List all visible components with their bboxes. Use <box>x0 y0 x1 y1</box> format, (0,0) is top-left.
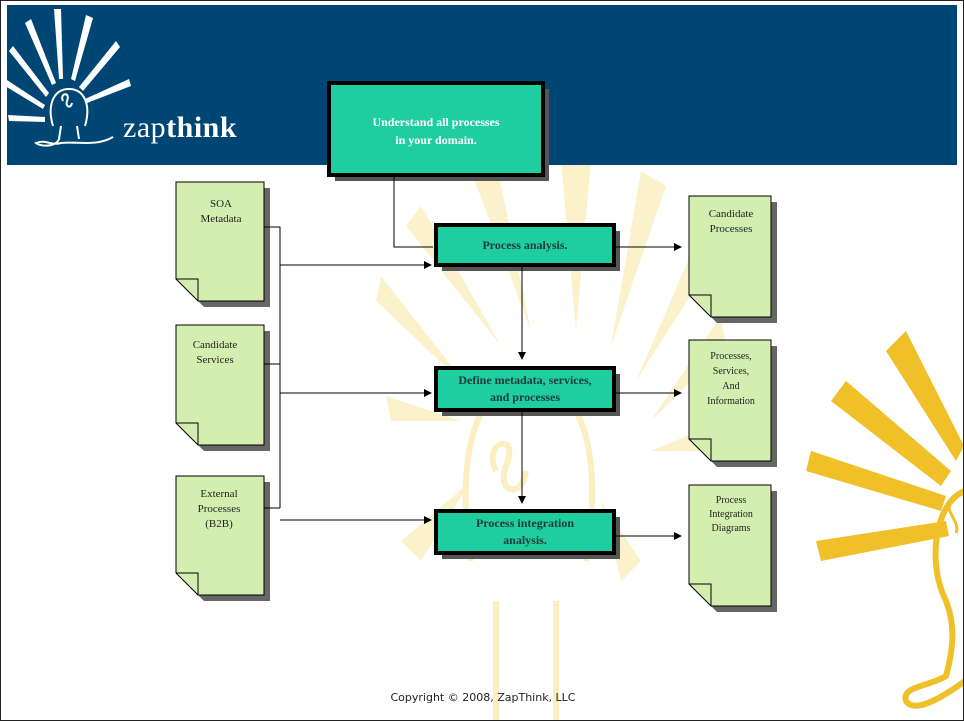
output-2-line4: Information <box>707 396 755 407</box>
output-doc-2-label: Processes, Services, And Information <box>690 349 772 409</box>
input-3-line3: (B2B) <box>205 518 233 530</box>
top-box-line1: Understand all processes <box>372 115 500 129</box>
input-doc-2-label: Candidate Services <box>173 338 257 368</box>
top-box <box>327 81 545 177</box>
output-2-line2: Services, <box>712 366 750 377</box>
process-box-2 <box>434 366 616 412</box>
output-2-line3: And <box>722 381 740 392</box>
input-doc-3 <box>175 475 270 601</box>
process-box-3 <box>434 509 616 555</box>
connectors <box>264 175 682 540</box>
copyright-footer: Copyright © 2008, ZapThink, LLC <box>390 691 576 704</box>
input-2-line1: Candidate <box>192 339 238 351</box>
output-2-line1: Processes, <box>710 351 752 362</box>
logo-prefix: zap <box>123 111 167 144</box>
output-1-line1: Candidate <box>708 208 754 220</box>
sun-right <box>806 331 963 561</box>
input-doc-1 <box>175 181 270 307</box>
top-box-label: Understand all processes in your domain. <box>333 113 539 149</box>
input-doc-3-label: External Processes (B2B) <box>177 487 261 532</box>
process-1-line1: Process analysis. <box>482 238 568 252</box>
process-box-1-label: Process analysis. <box>440 237 610 254</box>
input-3-line1: External <box>200 488 238 500</box>
input-doc-2 <box>175 324 270 451</box>
input-1-line1: SOA <box>209 198 232 210</box>
output-doc-3 <box>688 484 777 612</box>
logo-bold: think <box>166 111 238 144</box>
process-3-line1: Process integration <box>475 516 575 530</box>
process-box-3-label: Process integration analysis. <box>440 515 610 549</box>
output-doc-2 <box>688 339 777 467</box>
output-3-line3: Diagrams <box>711 523 751 534</box>
output-3-line1: Process <box>715 495 747 506</box>
zapthink-logo-text: zapthink <box>123 111 237 145</box>
output-doc-1-label: Candidate Processes <box>690 207 772 237</box>
input-3-line2: Processes <box>197 503 241 515</box>
process-box-1 <box>434 223 616 267</box>
output-1-line2: Processes <box>709 223 753 235</box>
top-box-line2: in your domain. <box>395 133 477 147</box>
process-2-line1: Define metadata, services, <box>458 373 592 387</box>
output-doc-3-label: Process Integration Diagrams <box>690 494 772 536</box>
output-3-line2: Integration <box>709 509 753 520</box>
process-box-2-label: Define metadata, services, and processes <box>440 372 610 406</box>
process-3-line2: analysis. <box>503 533 547 547</box>
input-2-line2: Services <box>196 354 234 366</box>
input-1-line2: Metadata <box>200 213 242 225</box>
bulb-outline-right <box>902 488 963 709</box>
output-doc-1 <box>688 195 777 323</box>
process-2-line2: and processes <box>489 390 561 404</box>
input-doc-1-label: SOA Metadata <box>179 197 263 227</box>
